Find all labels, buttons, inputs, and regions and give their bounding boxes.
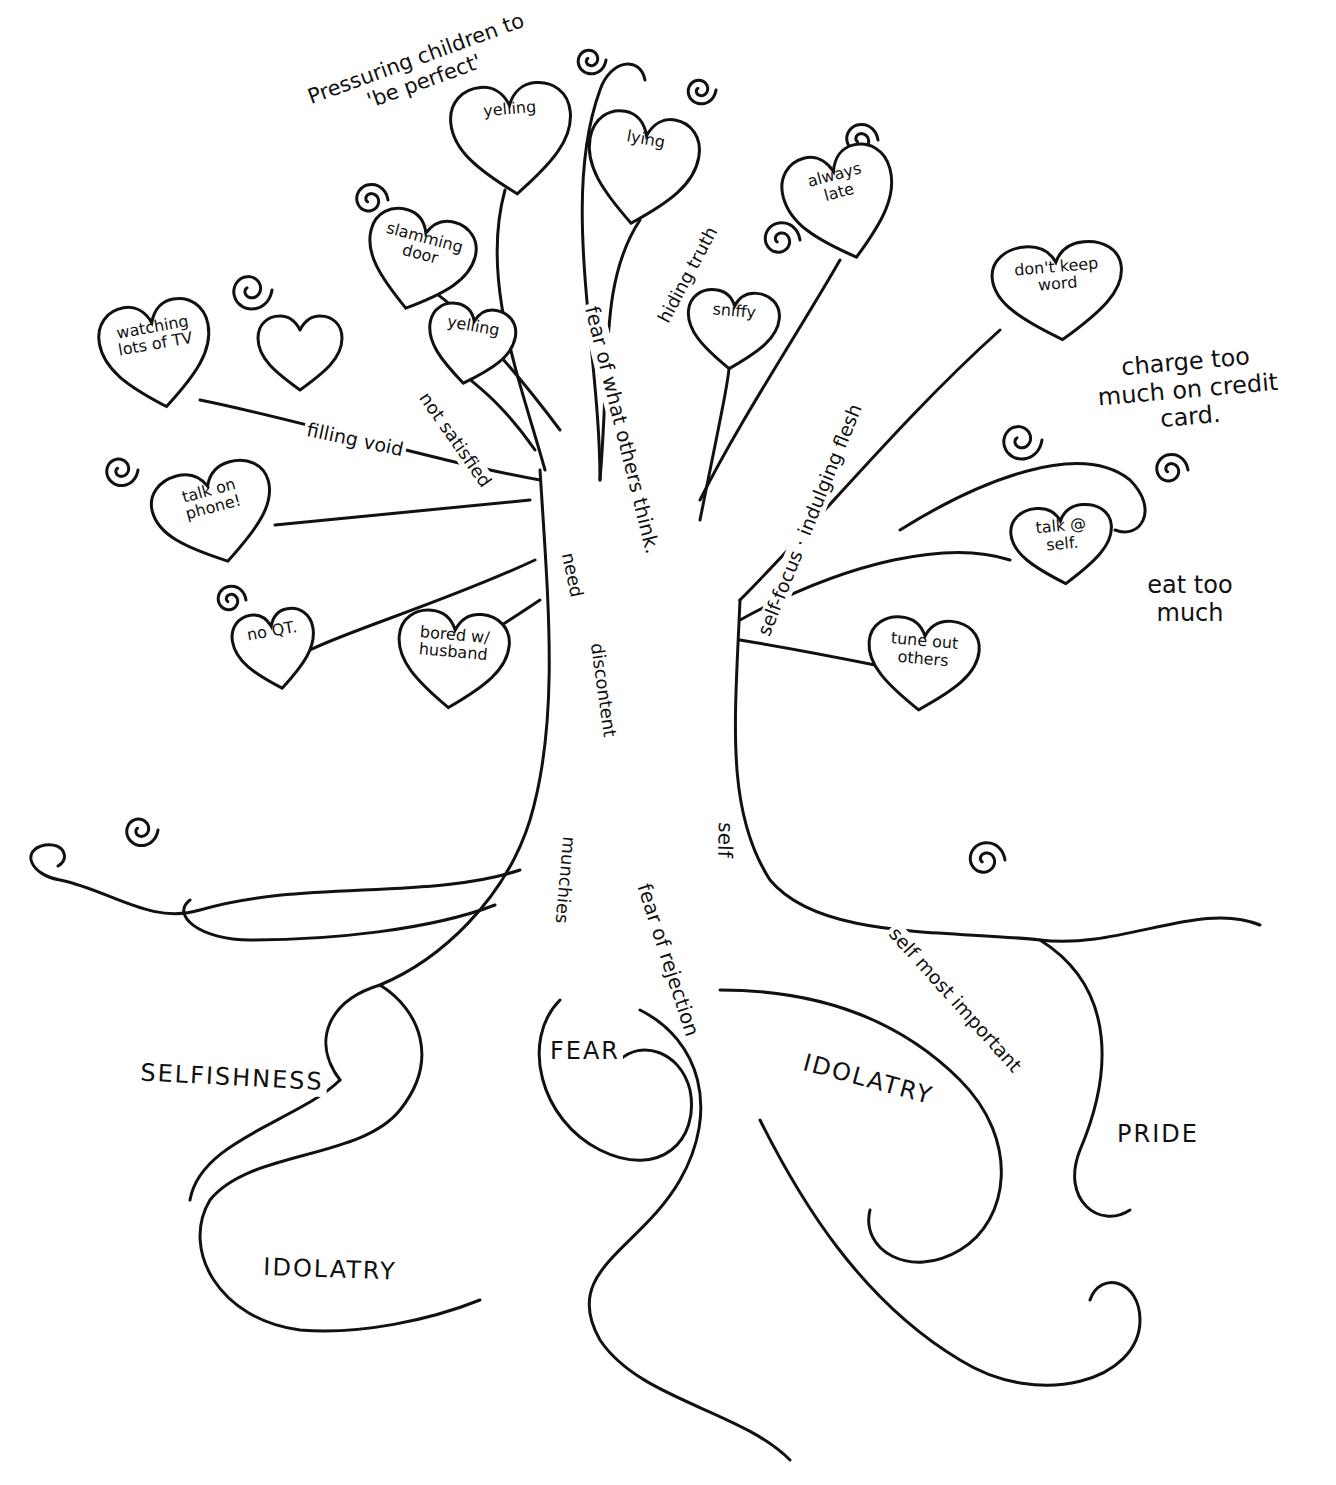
heart-shape — [1008, 502, 1115, 588]
heart-text-box: talk @ self. — [1022, 514, 1100, 556]
heart-shape — [421, 299, 520, 390]
heart-shape — [863, 614, 981, 714]
heart-outline — [681, 284, 783, 377]
tree-label: IDOLATRY — [797, 1049, 939, 1112]
root — [589, 1010, 790, 1460]
swirl — [1157, 454, 1188, 481]
tree-lines — [31, 64, 1260, 1460]
swirl — [357, 184, 388, 211]
swirl — [578, 50, 606, 74]
heart-leaf: tune out others — [860, 610, 983, 720]
heart-outline — [771, 132, 913, 278]
heart-leaf: sniffy — [681, 284, 783, 377]
heart-leaf: no QT. — [226, 601, 324, 699]
empty-heart — [258, 316, 342, 390]
heart-text-box: tune out others — [881, 629, 967, 671]
heart-shape — [576, 106, 704, 233]
heart-shape — [774, 137, 909, 271]
trunk-outline — [735, 600, 1260, 941]
tree-label: IDOLATRY — [260, 1254, 400, 1286]
tree-label: eat too much — [1127, 572, 1253, 627]
heart-leaf: don't keep word — [986, 234, 1130, 350]
heart-shape — [228, 604, 322, 694]
branch — [740, 640, 875, 665]
heart-label: bored w/ husband — [411, 622, 497, 664]
tree-label: self-focus · indulging flesh — [752, 398, 867, 642]
heart-shape — [354, 201, 483, 321]
heart-leaf: always late — [771, 132, 913, 278]
root — [760, 1120, 1140, 1385]
root — [190, 1080, 340, 1200]
heart-leaf: yelling — [418, 295, 521, 394]
heart-leaf: lying — [573, 101, 707, 239]
heart-outline — [445, 75, 580, 205]
heart-outline — [226, 601, 324, 699]
root — [184, 900, 495, 940]
heart-outline — [573, 101, 707, 239]
root — [1040, 940, 1130, 1216]
tree-label: fear of what others think. — [579, 301, 664, 559]
swirl — [765, 223, 800, 252]
swirl — [107, 459, 138, 486]
branch — [740, 330, 1000, 600]
trunk-outline — [326, 470, 549, 1080]
swirl — [1004, 427, 1042, 459]
tree-label: not satisfied — [413, 386, 497, 494]
tree-label: FEAR — [547, 1038, 623, 1066]
tree-label: self most important — [882, 921, 1027, 1079]
tree-label: self — [713, 819, 737, 861]
tree-label: need — [557, 548, 588, 602]
swirl — [218, 586, 246, 610]
tree-label: filling void — [302, 418, 408, 461]
tree-label: fear of rejection — [632, 878, 705, 1042]
branch — [700, 360, 730, 520]
heart-shape — [145, 453, 286, 576]
heart-shape — [989, 238, 1126, 344]
swirl — [688, 80, 716, 104]
heart-shape — [393, 607, 511, 712]
heart-shape — [93, 293, 220, 415]
heart-shape — [683, 287, 781, 372]
heart-leaf: talk @ self. — [1006, 498, 1118, 592]
root — [200, 985, 480, 1331]
heart-outline — [90, 288, 223, 421]
root — [31, 845, 520, 914]
heart-leaf: yelling — [445, 75, 580, 205]
heart-leaf: watching lots of TV — [90, 288, 223, 421]
tree-label: munchies — [551, 833, 580, 928]
heart-label: tune out others — [881, 629, 967, 671]
heart-shape — [447, 80, 576, 199]
swirl — [970, 843, 1005, 872]
tree-label: PRIDE — [1114, 1121, 1202, 1149]
swirl — [234, 277, 272, 309]
heart-leaf: bored w/ husband — [390, 603, 514, 718]
swirl-group — [107, 50, 1188, 872]
swirl — [127, 819, 158, 846]
heart-label: talk @ self. — [1022, 514, 1100, 556]
branch — [275, 500, 530, 525]
heart-leaf: talk on phone! — [141, 448, 289, 582]
heart-outline — [418, 295, 521, 394]
root — [539, 1000, 691, 1160]
tree-label: discontent — [586, 639, 621, 742]
tree-label: charge too much on credit card. — [1082, 340, 1294, 440]
tree-label: SELFISHNESS — [137, 1059, 328, 1096]
heart-text-box: bored w/ husband — [411, 622, 497, 664]
